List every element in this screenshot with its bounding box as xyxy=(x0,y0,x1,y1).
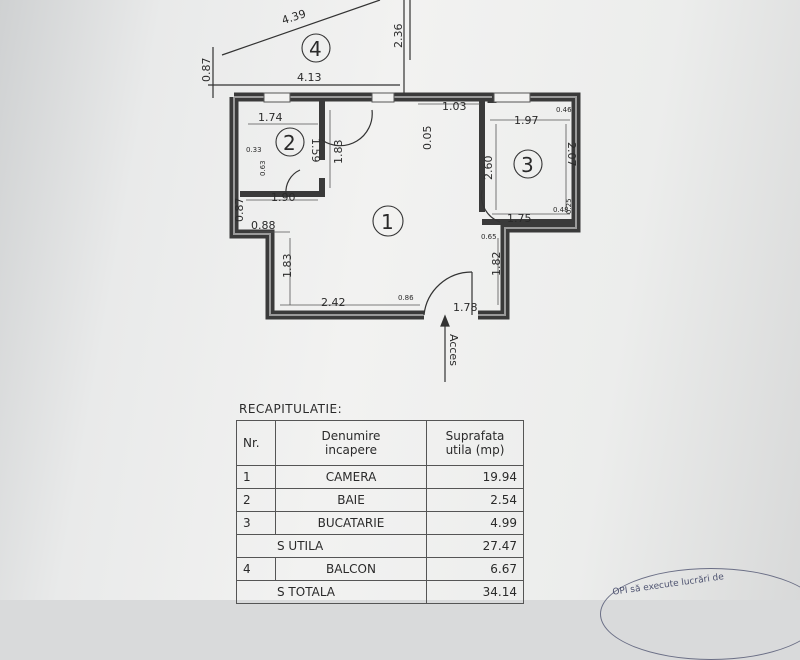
header-name-line2: incapere xyxy=(325,443,377,457)
table-row: 4 BALCON 6.67 xyxy=(236,557,524,581)
dim-label: 0.65 xyxy=(481,233,497,241)
access-label: Acces xyxy=(447,334,460,366)
dim-label: 1.75 xyxy=(507,212,532,225)
dim-label: 1.74 xyxy=(258,111,283,124)
dim-label: 0.87 xyxy=(233,198,246,223)
dim-label: 0.48 xyxy=(553,206,569,214)
balcony-outline xyxy=(208,0,411,98)
dim-label: 4.13 xyxy=(297,71,322,84)
header-nr: Nr. xyxy=(236,420,276,466)
dim-label: 0.86 xyxy=(398,294,414,302)
room-3-label: 3 xyxy=(521,153,534,177)
dim-label: 2.36 xyxy=(392,24,405,49)
room-markers xyxy=(275,33,543,237)
table-row: 1 CAMERA 19.94 xyxy=(236,465,524,489)
dim-label: 1.97 xyxy=(514,114,539,127)
header-name-line1: Denumire xyxy=(321,429,381,443)
dim-label: 0.63 xyxy=(259,160,267,176)
header-area-line1: Suprafata xyxy=(445,429,505,443)
room-2-label: 2 xyxy=(283,131,296,155)
dim-label: 0.46 xyxy=(556,106,572,114)
access-arrow xyxy=(440,314,450,382)
subtotal-name: S UTILA xyxy=(236,534,427,558)
recap-title: RECAPITULATIE: xyxy=(239,402,343,416)
table-row: 2 BAIE 2.54 xyxy=(236,488,524,512)
cell-area: 2.54 xyxy=(426,488,524,512)
cell-nr: 4 xyxy=(236,557,276,581)
dim-label: 4.39 xyxy=(280,7,307,27)
dim-label: 2.42 xyxy=(321,296,346,309)
table-row: 3 BUCATARIE 4.99 xyxy=(236,511,524,535)
header-name: Denumire incapere xyxy=(275,420,427,466)
cell-area: 4.99 xyxy=(426,511,524,535)
dim-label: 0.33 xyxy=(246,146,262,154)
outer-walls xyxy=(229,92,581,320)
cell-name: BALCON xyxy=(275,557,427,581)
dim-label: 0.25 xyxy=(565,198,573,214)
dim-label: 0.87 xyxy=(200,58,213,83)
total-area: 34.14 xyxy=(426,580,524,604)
dim-label: 1.82 xyxy=(490,252,503,277)
room-4-label: 4 xyxy=(309,37,322,61)
doors xyxy=(285,109,501,316)
dim-label: 0.88 xyxy=(251,219,276,232)
cell-nr: 2 xyxy=(236,488,276,512)
dim-label: 1.59 xyxy=(309,138,322,163)
dim-label: 2.07 xyxy=(565,142,578,167)
total-name: S TOTALA xyxy=(236,580,427,604)
floor-plan: 4 2 3 1 4.39 2.36 0.87 4.13 1.74 1.59 1.… xyxy=(200,0,581,382)
dim-label: 1.83 xyxy=(281,254,294,279)
subtotal-area: 27.47 xyxy=(426,534,524,558)
dim-label: 2.60 xyxy=(482,156,495,181)
cell-nr: 1 xyxy=(236,465,276,489)
dim-label: 1.83 xyxy=(332,140,345,165)
dim-label: 1.90 xyxy=(271,191,296,204)
windows xyxy=(263,92,531,103)
subtotal-row: S UTILA 27.47 xyxy=(236,534,524,558)
table-header-row: Nr. Denumire incapere Suprafata utila (m… xyxy=(236,420,524,466)
room-1-label: 1 xyxy=(381,210,394,234)
total-row: S TOTALA 34.14 xyxy=(236,580,524,604)
header-area: Suprafata utila (mp) xyxy=(426,420,524,466)
dim-label: 0.05 xyxy=(421,126,434,151)
header-area-line2: utila (mp) xyxy=(445,443,505,457)
cell-area: 6.67 xyxy=(426,557,524,581)
cell-name: BAIE xyxy=(275,488,427,512)
dim-label: 1.78 xyxy=(453,301,478,314)
cell-nr: 3 xyxy=(236,511,276,535)
recap-table: Nr. Denumire incapere Suprafata utila (m… xyxy=(236,420,524,604)
cell-area: 19.94 xyxy=(426,465,524,489)
cell-name: CAMERA xyxy=(275,465,427,489)
cell-name: BUCATARIE xyxy=(275,511,427,535)
dim-label: 1.03 xyxy=(442,100,467,113)
